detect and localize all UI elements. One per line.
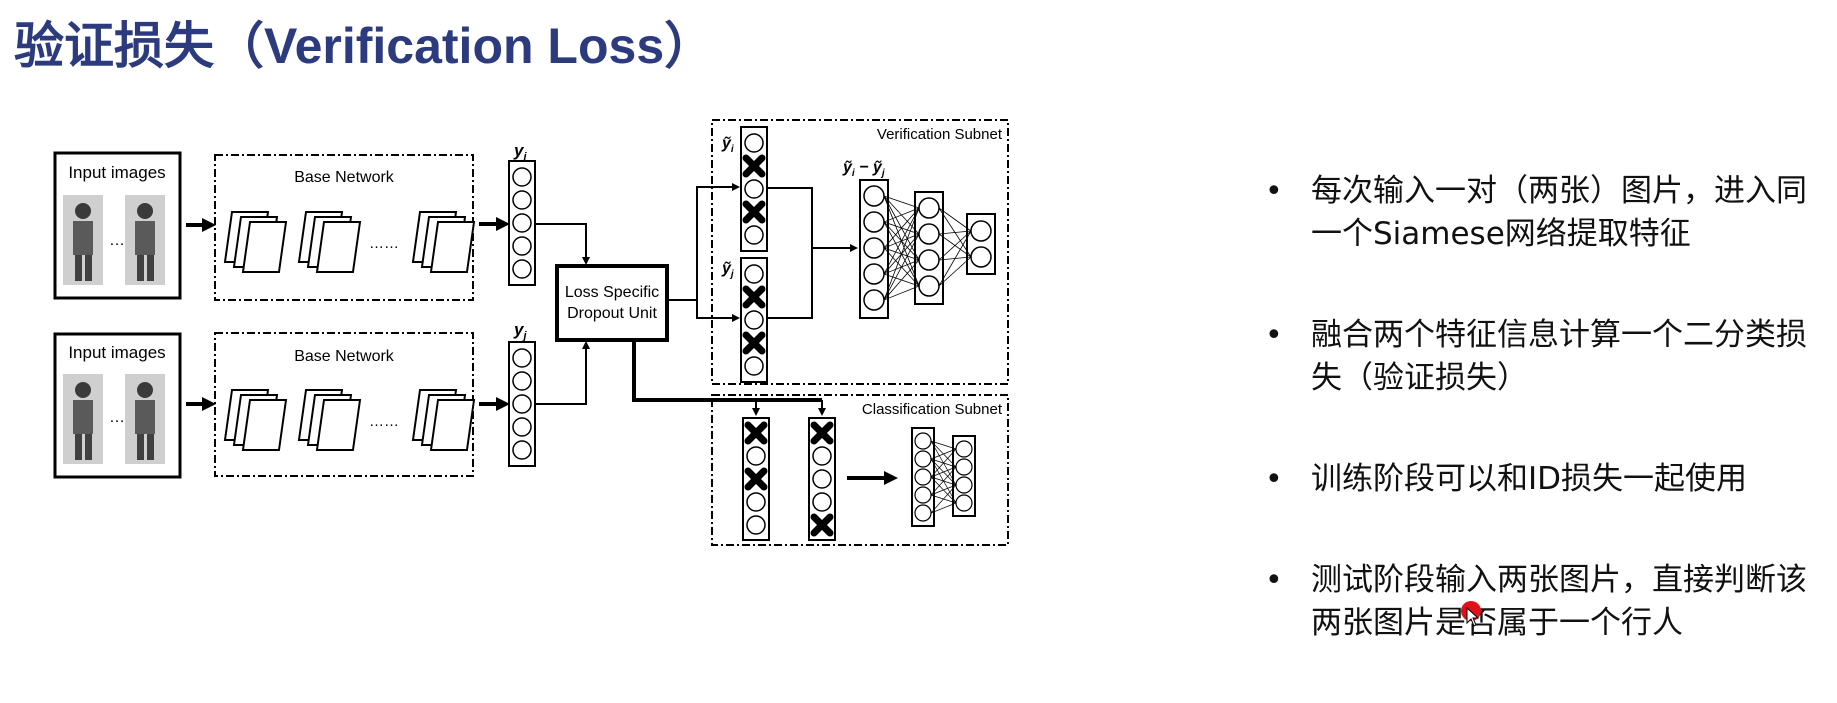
pedestrian-image — [63, 195, 103, 285]
yj-tilde-label: ỹj — [721, 260, 734, 280]
classification-subnet-box: Classification Subnet — [711, 394, 1009, 546]
difference-label: ỹi − ỹj — [842, 159, 885, 179]
layer-ellipsis: …… — [369, 235, 399, 252]
yi-label: yi — [513, 141, 527, 163]
feature-map-stack — [413, 390, 474, 450]
pedestrian-image — [125, 374, 165, 464]
feature-vector-yi: yi — [508, 141, 536, 286]
yi-tilde-label: ỹi — [721, 135, 734, 155]
base-network-box-top: Base Network …… — [214, 154, 474, 301]
bullet-text: 测试阶段输入两张图片，直接判断该两张图片是否属于一个行人 — [1311, 562, 1807, 641]
bullet-text: 融合两个特征信息计算一个二分类损失（验证损失） — [1311, 317, 1807, 396]
bullet-item: • 测试阶段输入两张图片，直接判断该两张图片是否属于一个行人 — [1265, 559, 1835, 645]
slide-title: 验证损失（Verification Loss） — [14, 18, 715, 74]
feature-vector-yj: yj — [508, 320, 536, 467]
dropout-label-line1: Loss Specific — [565, 284, 659, 301]
verification-subnet-box: Verification Subnet ỹi ỹj ỹi − ỹj — [711, 119, 1009, 385]
bullet-text: 训练阶段可以和ID损失一起使用 — [1311, 461, 1748, 497]
pedestrian-image — [63, 374, 103, 464]
classification-subnet-label: Classification Subnet — [862, 401, 1003, 418]
image-dots: … — [109, 409, 125, 426]
yj-label: yj — [513, 320, 527, 342]
bullet-text: 每次输入一对（两张）图片，进入同一个Siamese网络提取特征 — [1311, 173, 1807, 252]
base-network-label: Base Network — [294, 169, 395, 186]
bullet-dot: • — [1265, 174, 1283, 209]
bullet-item: • 训练阶段可以和ID损失一起使用 — [1265, 458, 1835, 501]
image-dots: … — [109, 232, 125, 249]
input-images-box-bottom: Input images … — [53, 332, 182, 479]
bullet-dot: • — [1265, 318, 1283, 353]
bullet-dot: • — [1265, 563, 1283, 598]
dropout-label-line2: Dropout Unit — [567, 305, 657, 322]
base-network-box-bottom: Base Network …… — [214, 332, 474, 477]
bullet-item: • 融合两个特征信息计算一个二分类损失（验证损失） — [1265, 314, 1835, 400]
bullet-list: • 每次输入一对（两张）图片，进入同一个Siamese网络提取特征 • 融合两个特征… — [1265, 170, 1835, 703]
pedestrian-image — [125, 195, 165, 285]
verification-subnet-label: Verification Subnet — [877, 126, 1003, 143]
feature-map-stack — [225, 212, 286, 272]
mouse-cursor-icon — [1466, 607, 1480, 627]
siamese-network-diagram: Input images … Base Network …… yi Input … — [53, 119, 1009, 546]
feature-map-stack — [413, 212, 474, 272]
input-images-label: Input images — [68, 343, 165, 362]
feature-map-stack — [299, 212, 360, 272]
base-network-label: Base Network — [294, 348, 395, 365]
feature-map-stack — [225, 390, 286, 450]
input-images-label: Input images — [68, 163, 165, 182]
feature-map-stack — [299, 390, 360, 450]
bullet-item: • 每次输入一对（两张）图片，进入同一个Siamese网络提取特征 — [1265, 170, 1835, 256]
layer-ellipsis: …… — [369, 413, 399, 430]
bullet-dot: • — [1265, 462, 1283, 497]
loss-specific-dropout-unit: Loss Specific Dropout Unit — [555, 264, 669, 342]
input-images-box-top: Input images … — [53, 151, 182, 300]
